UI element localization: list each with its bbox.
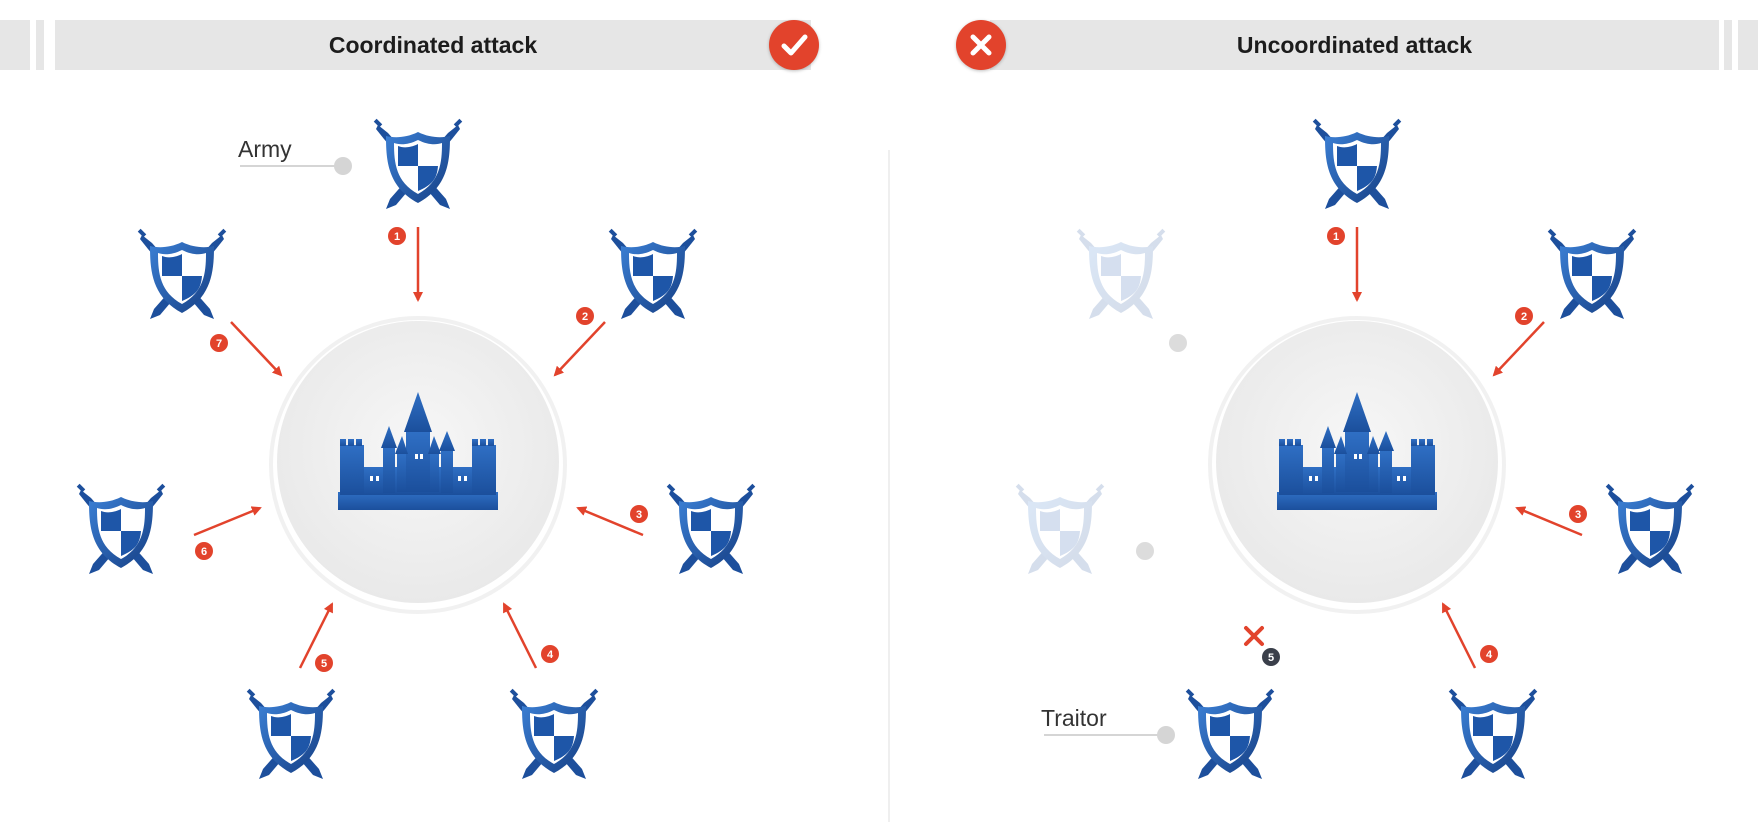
shield-swords-icon [137,228,227,319]
shield-swords-icon [246,688,336,779]
traitor-label: Traitor [1041,705,1107,731]
shield-swords-icon [666,483,756,574]
svg-text:1: 1 [1333,231,1339,243]
shield-swords-icon [1015,483,1105,574]
red-x-icon [1244,626,1264,646]
header-deco-strip-right-2 [1738,20,1758,70]
svg-text:1: 1 [394,231,400,243]
svg-text:5: 5 [1268,652,1274,664]
header-bar-coordinated: Coordinated attack [55,20,811,70]
step-badge: 1 [388,227,406,245]
svg-text:2: 2 [582,311,588,323]
step-badge: 3 [1569,505,1587,523]
svg-text:4: 4 [1486,649,1493,661]
step-badge-traitor: 5 [1262,648,1280,666]
attack-arrow [1441,602,1477,669]
header-deco-strip-left [0,20,30,70]
header-deco-strip-right [1724,20,1732,70]
step-badge: 6 [195,542,213,560]
attack-arrow [1492,321,1545,377]
shield-swords-icon [1076,228,1166,319]
attack-arrow [502,602,538,669]
svg-text:2: 2 [1521,311,1527,323]
attack-arrow [576,506,644,537]
shield-swords-icon [76,483,166,574]
step-badge: 2 [576,307,594,325]
attack-arrow [193,506,262,537]
step-badge: 5 [315,654,333,672]
svg-text:3: 3 [636,509,642,521]
svg-text:6: 6 [201,546,207,558]
inactive-step-dot [1136,542,1154,560]
attack-arrow [553,321,606,377]
army-label: Army [238,136,292,162]
step-badge: 4 [541,645,559,663]
shield-swords-icon [1312,118,1402,209]
target-circle-ring [269,316,567,614]
header-bar-uncoordinated: Uncoordinated attack [990,20,1719,70]
step-badge: 1 [1327,227,1345,245]
shield-swords-icon [1605,483,1695,574]
header-deco-strip-left-2 [36,20,44,70]
shield-swords-icon [608,228,698,319]
step-badge: 2 [1515,307,1533,325]
panel-title-uncoordinated: Uncoordinated attack [1236,32,1473,58]
panel-title-coordinated: Coordinated attack [328,32,538,58]
cross-icon [956,20,1006,70]
panel-divider [888,150,890,822]
checkmark-icon [769,20,819,70]
step-badge: 4 [1480,645,1498,663]
castle-icon [1277,392,1437,510]
shield-swords-icon [1185,688,1275,779]
svg-text:7: 7 [216,338,222,350]
castle-icon [338,392,498,510]
svg-text:3: 3 [1575,509,1581,521]
traitor-callout-dot [1157,726,1175,744]
attack-arrow [298,602,334,669]
army-callout-dot [334,157,352,175]
shield-swords-icon [373,118,463,209]
attack-arrow [230,321,283,377]
shield-swords-icon [1448,688,1538,779]
shield-swords-icon [1547,228,1637,319]
step-badge: 7 [210,334,228,352]
step-badge: 3 [630,505,648,523]
shield-swords-icon [509,688,599,779]
target-circle-ring [1208,316,1506,614]
svg-text:5: 5 [321,658,327,670]
inactive-step-dot [1169,334,1187,352]
attack-arrow [1515,506,1583,537]
svg-text:4: 4 [547,649,554,661]
